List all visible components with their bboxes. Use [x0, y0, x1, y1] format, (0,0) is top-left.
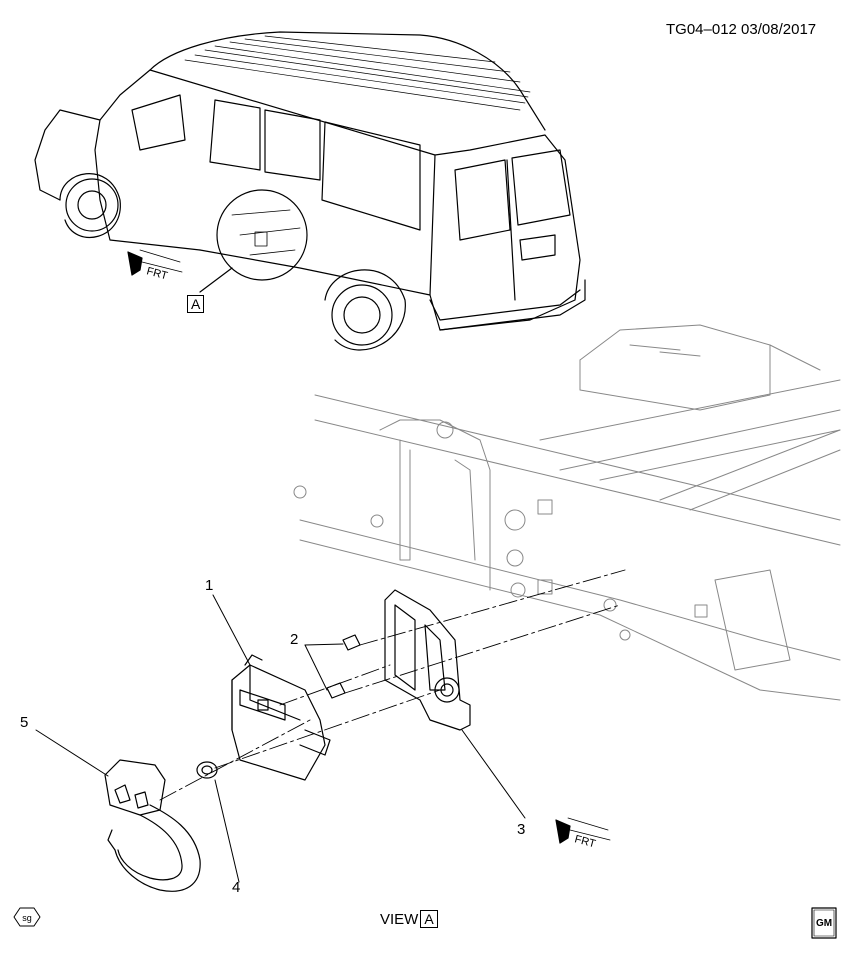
- connector-harness-part-5: [104, 759, 201, 892]
- part-number-5: 5: [20, 714, 29, 731]
- frt-label-top: FRT: [145, 265, 169, 282]
- sg-mark-text: sg: [22, 913, 32, 923]
- center-lines: [159, 569, 626, 801]
- part-number-3: 3: [517, 821, 526, 838]
- view-caption-text: VIEW: [380, 911, 419, 928]
- view-reference-box: A: [187, 295, 205, 313]
- leader-lines: [35, 594, 526, 883]
- view-reference-callout: A: [187, 295, 205, 313]
- front-arrow-icon: [555, 817, 611, 844]
- chassis-frame: [293, 324, 841, 701]
- sg-mark-icon: [13, 907, 41, 927]
- gm-logo-text: GM: [816, 918, 832, 929]
- gm-logo-icon: [811, 907, 837, 939]
- mounting-bracket-part-3: [384, 589, 471, 731]
- diagram-id-date: TG04–012 03/08/2017: [666, 21, 817, 38]
- van-illustration: [34, 31, 586, 351]
- nut-part-4: [196, 761, 218, 779]
- part-number-1: 1: [205, 577, 214, 594]
- part-number-4: 4: [232, 879, 241, 896]
- front-arrow-icon: [127, 249, 183, 276]
- control-module-part-1: [231, 654, 331, 781]
- part-number-2: 2: [290, 631, 299, 648]
- view-caption-box: A: [420, 910, 438, 928]
- frt-label-bottom: FRT: [573, 833, 597, 850]
